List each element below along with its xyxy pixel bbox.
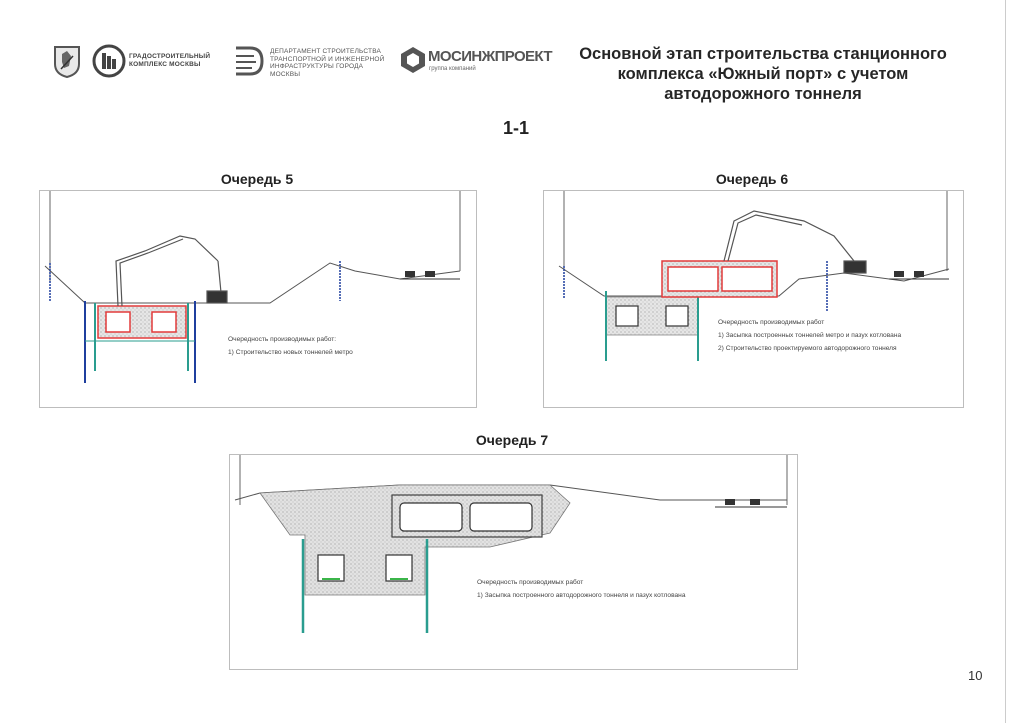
gk-logo-icon xyxy=(92,44,126,78)
gk-logo-line2: КОМПЛЕКС МОСКВЫ xyxy=(129,60,201,68)
phase-5-title: Очередь 5 xyxy=(220,171,294,187)
metro-tunnel-right xyxy=(665,305,689,327)
vehicle-icon xyxy=(894,271,924,277)
concrete-pump-icon xyxy=(723,210,867,274)
page-title-line3: автодорожного тоннеля xyxy=(664,85,862,103)
ground-profile xyxy=(558,265,950,297)
phase-7-note-1: 1) Засыпка построенного автодорожного то… xyxy=(477,592,686,599)
ground-profile xyxy=(44,262,461,304)
mosinzhproekt-logo-name: МОСИНЖПРОЕКТ xyxy=(428,48,553,65)
phase-5-section-svg xyxy=(44,191,461,383)
vehicle-icon xyxy=(405,271,435,277)
phase-6-title: Очередь 6 xyxy=(715,171,789,187)
phase-7-notes: Очередность производимых работ 1) Засыпк… xyxy=(477,579,777,605)
logo-coat-of-arms xyxy=(52,44,82,79)
phase-6-note-1: 1) Засыпка построенных тоннелей метро и … xyxy=(718,332,902,339)
road-tunnel-cell-right xyxy=(469,502,533,532)
phase-6-notes-heading: Очередность производимых работ xyxy=(718,319,825,326)
department-logo-line2: ТРАНСПОРТНОЙ И ИНЖЕНЕРНОЙ xyxy=(270,55,385,63)
gk-logo-line1: ГРАДОСТРОИТЕЛЬНЫЙ xyxy=(129,53,211,60)
phase-6-section-svg xyxy=(558,191,950,361)
section-label: 1-1 xyxy=(502,118,529,138)
phase-6-note-2: 2) Строительство проектируемого автодоро… xyxy=(718,345,897,352)
phase-5-note-1: 1) Строительство новых тоннелей метро xyxy=(228,349,353,356)
logo-mosinzhproekt: МОСИНЖПРОЕКТ группа компаний xyxy=(400,44,553,78)
mosinzhproekt-logo-icon xyxy=(401,47,425,73)
page-title-line2: комплекса «Южный порт» с учетом xyxy=(617,65,909,83)
moscow-coat-of-arms-icon xyxy=(54,46,80,79)
page-title: Основной этап строительства станционного… xyxy=(538,44,988,104)
phase-5-notes-heading: Очередность производимых работ: xyxy=(228,336,337,343)
vehicle-icon xyxy=(725,499,760,505)
metro-tunnel-right xyxy=(385,554,413,582)
department-logo-icon xyxy=(236,46,264,76)
department-logo-line3: ИНФРАСТРУКТУРЫ ГОРОДА МОСКВЫ xyxy=(270,63,364,78)
logo-gradostroitelny: ГРАДОСТРОИТЕЛЬНЫЙ КОМПЛЕКС МОСКВЫ xyxy=(92,44,222,78)
metro-tunnels xyxy=(97,305,187,339)
phase-7-notes-heading: Очередность производимых работ xyxy=(477,579,584,586)
logo-department: ДЕПАРТАМЕНТ СТРОИТЕЛЬСТВА ТРАНСПОРТНОЙ И… xyxy=(232,44,392,78)
phase-5-drawing: Очередность производимых работ: 1) Строи… xyxy=(39,190,477,408)
phase-6-notes: Очередность производимых работ 1) Засыпк… xyxy=(718,319,918,358)
phase-5-notes: Очередность производимых работ: 1) Строи… xyxy=(228,336,458,362)
road-tunnel-cell-left xyxy=(399,502,463,532)
phase-7-section-svg xyxy=(234,455,788,633)
concrete-pump-icon xyxy=(115,235,228,307)
road-tunnel xyxy=(661,260,778,298)
phase-7-drawing: Очередность производимых работ 1) Засыпк… xyxy=(229,454,798,670)
page-edge-line xyxy=(1005,0,1006,723)
phase-6-drawing: Очередность производимых работ 1) Засыпк… xyxy=(543,190,964,408)
phase-7-title: Очередь 7 xyxy=(475,432,549,448)
department-logo-line1: ДЕПАРТАМЕНТ СТРОИТЕЛЬСТВА xyxy=(270,48,382,55)
page-number: 10 xyxy=(968,668,983,683)
metro-tunnel-left xyxy=(317,554,345,582)
page-title-line1: Основной этап строительства станционного xyxy=(579,45,947,63)
mosinzhproekt-logo-tagline: группа компаний xyxy=(429,66,476,72)
metro-tunnel-left xyxy=(615,305,639,327)
